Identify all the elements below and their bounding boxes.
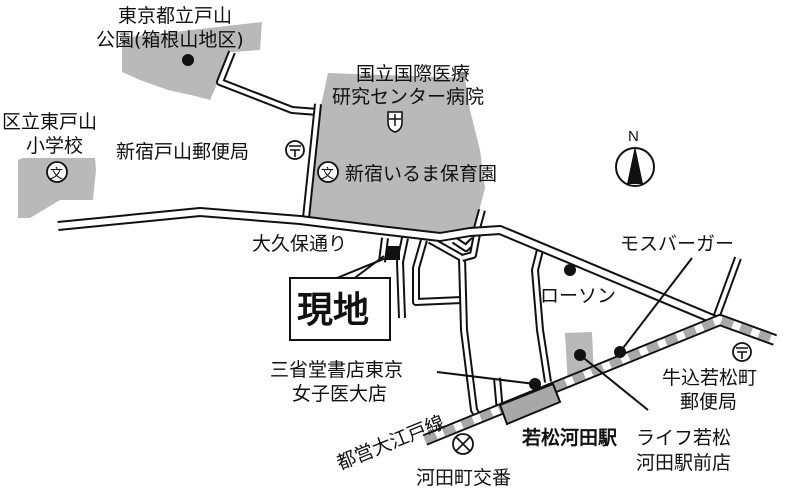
ushigome-post-label-line1: 牛込若松町 xyxy=(662,367,757,389)
kawadacho-koban-label: 河田町交番 xyxy=(416,467,511,489)
sanseido-label-line2: 女子医大店 xyxy=(292,383,387,405)
ncgm-label-line2: 研究センター病院 xyxy=(332,86,484,108)
mos-burger-leader xyxy=(619,257,693,353)
life-store-label-line2: 河田駅前店 xyxy=(636,452,731,474)
life-store-leader xyxy=(579,354,649,411)
site-label: 現地 xyxy=(297,290,369,331)
lawson-dot xyxy=(564,264,576,276)
sanseido-leader xyxy=(436,371,536,385)
post-office-icon xyxy=(732,342,752,362)
ncgm-label-line1: 国立国際医療 xyxy=(356,63,470,85)
svg-text:文: 文 xyxy=(321,167,334,182)
ushigome-post-label-line2: 郵便局 xyxy=(680,391,737,413)
shinjuku-toyama-post-label: 新宿戸山郵便局 xyxy=(116,141,249,163)
toyama-park-dot xyxy=(182,54,194,66)
wakamatsu-kawada-station-label: 若松河田駅 xyxy=(522,426,618,449)
svg-text:文: 文 xyxy=(50,167,63,182)
okubo-street-label: 大久保通り xyxy=(252,233,347,255)
wakamatsu-kawada-station-box xyxy=(498,382,562,426)
svg-text:N: N xyxy=(628,128,639,145)
sanseido-label-line1: 三省堂書店東京 xyxy=(270,359,403,381)
police-box-icon xyxy=(452,433,474,455)
okubo-street-road xyxy=(57,207,722,327)
ncgm-hospital-area xyxy=(310,73,485,234)
higashi-toyama-school-area xyxy=(18,158,96,218)
site-leader-line xyxy=(331,255,387,281)
higashi-toyama-school-label-line2: 小学校 xyxy=(26,135,83,157)
post-office-icon xyxy=(285,140,305,160)
north-arrow-icon: N xyxy=(615,128,655,187)
school-icon: 文 xyxy=(317,161,339,183)
iruma-nursery-label: 新宿いるま保育園 xyxy=(345,163,497,185)
lawson-label: ローソン xyxy=(540,285,616,307)
hospital-icon xyxy=(387,111,403,133)
toyama-park-label-line1: 東京都立戸山 xyxy=(118,5,232,27)
higashi-toyama-school-label-line1: 区立東戸山 xyxy=(2,111,97,133)
toyama-park-label-line2: 公園(箱根山地区) xyxy=(96,29,244,51)
site-marker xyxy=(386,246,400,260)
school-icon: 文 xyxy=(46,161,68,183)
mos-burger-label: モスバーガー xyxy=(620,233,734,255)
site-label-box xyxy=(289,277,391,341)
life-store-label-line1: ライフ若松 xyxy=(636,427,731,449)
